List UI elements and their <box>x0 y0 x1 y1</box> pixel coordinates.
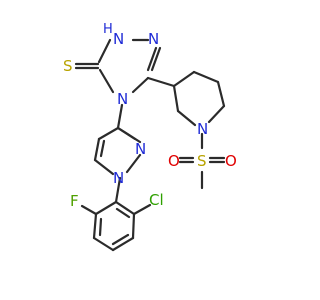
bond <box>92 236 115 252</box>
bond <box>92 212 98 240</box>
bond <box>207 104 226 124</box>
bond <box>176 109 197 127</box>
triazole-ring <box>74 38 162 94</box>
atom-n-triazole-nh: N <box>113 30 124 48</box>
bond <box>97 126 120 141</box>
atom-f: F <box>70 192 79 210</box>
bond <box>93 158 115 176</box>
bond <box>192 70 220 84</box>
bond <box>131 212 136 240</box>
bond <box>111 236 135 252</box>
bond <box>114 176 122 204</box>
structure-svg: H N N N S N N N S O O F Cl <box>63 22 237 252</box>
bond <box>97 38 112 64</box>
bond <box>80 204 98 216</box>
atom-cl: Cl <box>149 191 164 209</box>
atom-h: H <box>103 22 113 37</box>
bond <box>93 137 101 162</box>
bond <box>172 70 196 88</box>
bond <box>216 80 226 108</box>
bond <box>115 207 131 219</box>
bond <box>114 200 136 216</box>
bond <box>98 217 103 237</box>
atom-o-right: O <box>225 152 237 170</box>
bond <box>116 126 137 141</box>
atom-n-pyrazole-bottom: N <box>113 169 124 187</box>
bond <box>111 233 130 246</box>
bond <box>146 46 158 72</box>
bond <box>98 68 115 94</box>
benzene-ring <box>92 200 136 252</box>
atom-n-triazole-bottom: N <box>117 90 128 108</box>
bond <box>125 153 142 174</box>
atom-n-piperidine: N <box>197 120 208 138</box>
bond <box>99 139 106 158</box>
atom-s-thione: S <box>63 57 73 75</box>
atom-s-sulfonyl: S <box>197 152 207 170</box>
molecule-diagram: H N N N S N N N S O O F Cl <box>63 22 237 252</box>
bond <box>94 200 118 216</box>
bond <box>146 76 176 88</box>
atom-o-left: O <box>168 152 180 170</box>
atom-n-pyrazole-top: N <box>135 140 146 158</box>
bond <box>116 103 124 130</box>
bond <box>172 84 180 113</box>
bond <box>150 46 162 72</box>
bond <box>132 203 152 216</box>
atom-n-triazole-right: N <box>148 30 159 48</box>
pyrazole-ring <box>93 126 142 176</box>
bond <box>131 76 150 94</box>
piperidine-ring <box>172 70 226 127</box>
